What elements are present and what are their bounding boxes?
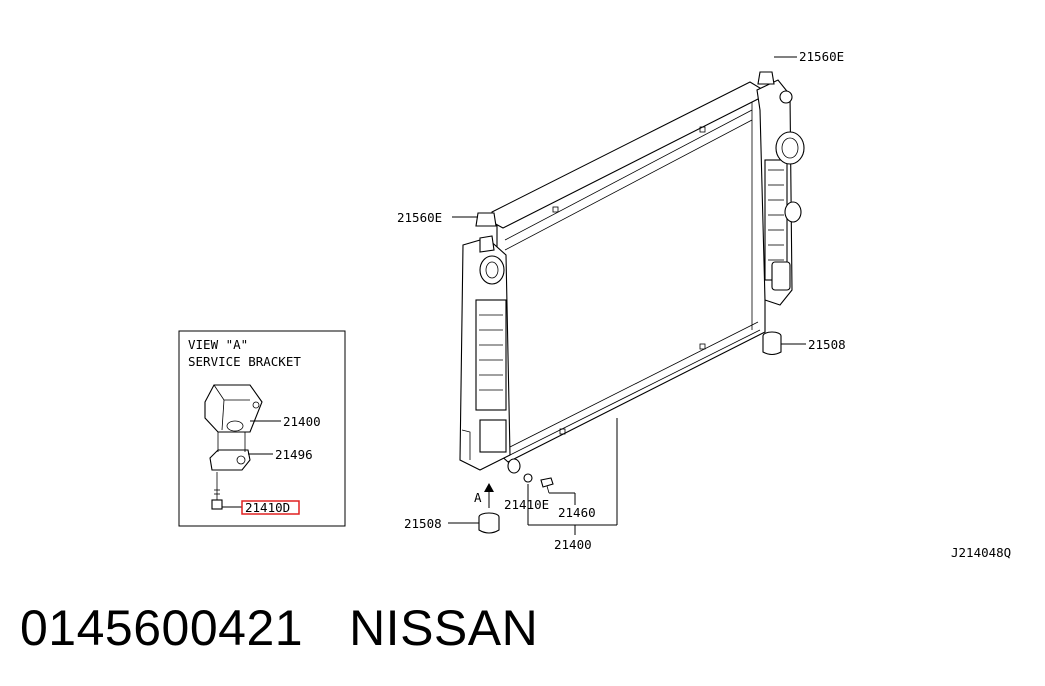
- diagram-code: J214048Q: [951, 545, 1011, 560]
- callout-21410e: 21410E: [504, 497, 549, 512]
- mount-insulator-bottom: [478, 512, 500, 534]
- view-a-subtitle: SERVICE BRACKET: [188, 354, 301, 369]
- view-a-box: VIEW "A" SERVICE BRACKET 21400 21496 214…: [178, 330, 346, 527]
- callout-arrow-a: A: [474, 490, 482, 505]
- callout-21400-main: 21400: [554, 537, 592, 552]
- view-a-callout-21496: 21496: [275, 447, 313, 462]
- part-number: 0145600421: [20, 600, 304, 656]
- view-a-callout-21410d: 21410D: [245, 500, 290, 515]
- service-arrow: [484, 483, 494, 508]
- view-a-callout-21400: 21400: [283, 414, 321, 429]
- callout-21460: 21460: [558, 505, 596, 520]
- callout-21560e-left: 21560E: [397, 210, 442, 225]
- view-a-title: VIEW "A": [188, 337, 248, 352]
- caption: 0145600421 NISSAN: [20, 597, 1030, 659]
- service-bracket: [204, 384, 263, 510]
- radiator-assembly: [459, 71, 805, 474]
- left-tank: [459, 235, 521, 474]
- brand-name: NISSAN: [349, 600, 539, 656]
- drain-plug: [523, 473, 554, 494]
- leader-lines: [448, 56, 806, 535]
- mount-rubber-top: [475, 212, 497, 227]
- mount-insulator-right: [762, 331, 782, 356]
- callout-21560e-top: 21560E: [799, 49, 844, 64]
- callout-21508-right: 21508: [808, 337, 846, 352]
- callout-21508-bottom: 21508: [404, 516, 442, 531]
- right-tank: [756, 71, 805, 306]
- highlight-box: [241, 500, 300, 515]
